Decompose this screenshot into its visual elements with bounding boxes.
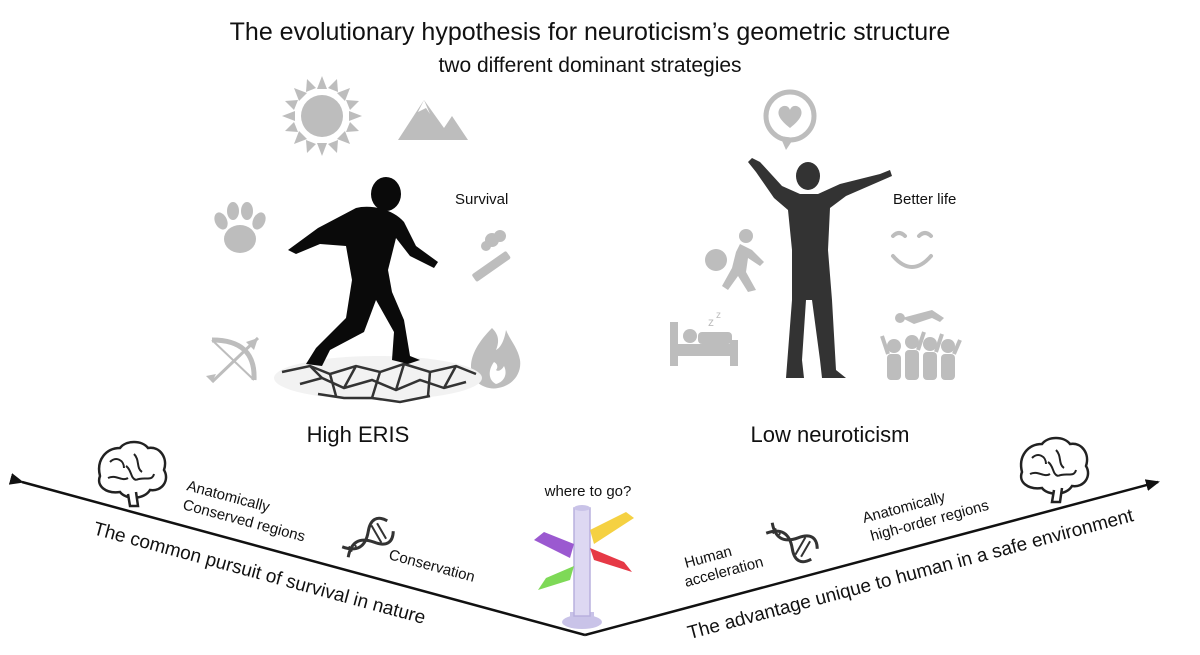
right-axis-arrow xyxy=(584,479,1160,637)
signpost-green-arrow xyxy=(538,566,574,590)
cautious-person-silhouette xyxy=(288,177,438,366)
signpost-yellow-arrow xyxy=(590,512,634,544)
diagram-title: The evolutionary hypothesis for neurotic… xyxy=(230,18,951,46)
sleeping-bed-icon: z z xyxy=(670,310,738,366)
diagram-subtitle: two different dominant strategies xyxy=(438,54,741,77)
better-life-tag: Better life xyxy=(893,191,956,208)
dna-icon-left xyxy=(341,516,395,558)
paw-icon xyxy=(214,202,266,253)
cigarette-icon xyxy=(472,230,511,282)
left-axis-arrow xyxy=(8,473,586,637)
dna-icon-right xyxy=(765,522,819,564)
brain-icon-right xyxy=(1019,436,1090,504)
heart-speech-bubble-icon xyxy=(763,89,817,150)
signpost-icon xyxy=(534,505,634,629)
cracked-ground xyxy=(274,356,482,404)
cheering-crowd-icon xyxy=(880,310,962,380)
mountain-icon xyxy=(398,100,468,140)
soccer-player-icon xyxy=(705,229,764,292)
fire-icon xyxy=(470,328,521,389)
brain-icon-left xyxy=(97,440,168,508)
signpost-red-arrow xyxy=(590,548,632,572)
where-to-go-question: where to go? xyxy=(544,483,632,500)
conservation-label: Conservation xyxy=(387,546,477,585)
bow-arrow-icon xyxy=(206,336,260,384)
sun-icon xyxy=(282,76,362,156)
joyful-person-silhouette xyxy=(748,158,892,378)
high-eris-label: High ERIS xyxy=(307,422,410,447)
signpost-purple-arrow xyxy=(534,532,574,558)
low-neuroticism-label: Low neuroticism xyxy=(751,422,910,447)
survival-tag: Survival xyxy=(455,191,508,208)
smiley-face-icon xyxy=(891,231,933,269)
svg-text:z: z xyxy=(708,315,714,329)
svg-text:z: z xyxy=(716,310,721,321)
